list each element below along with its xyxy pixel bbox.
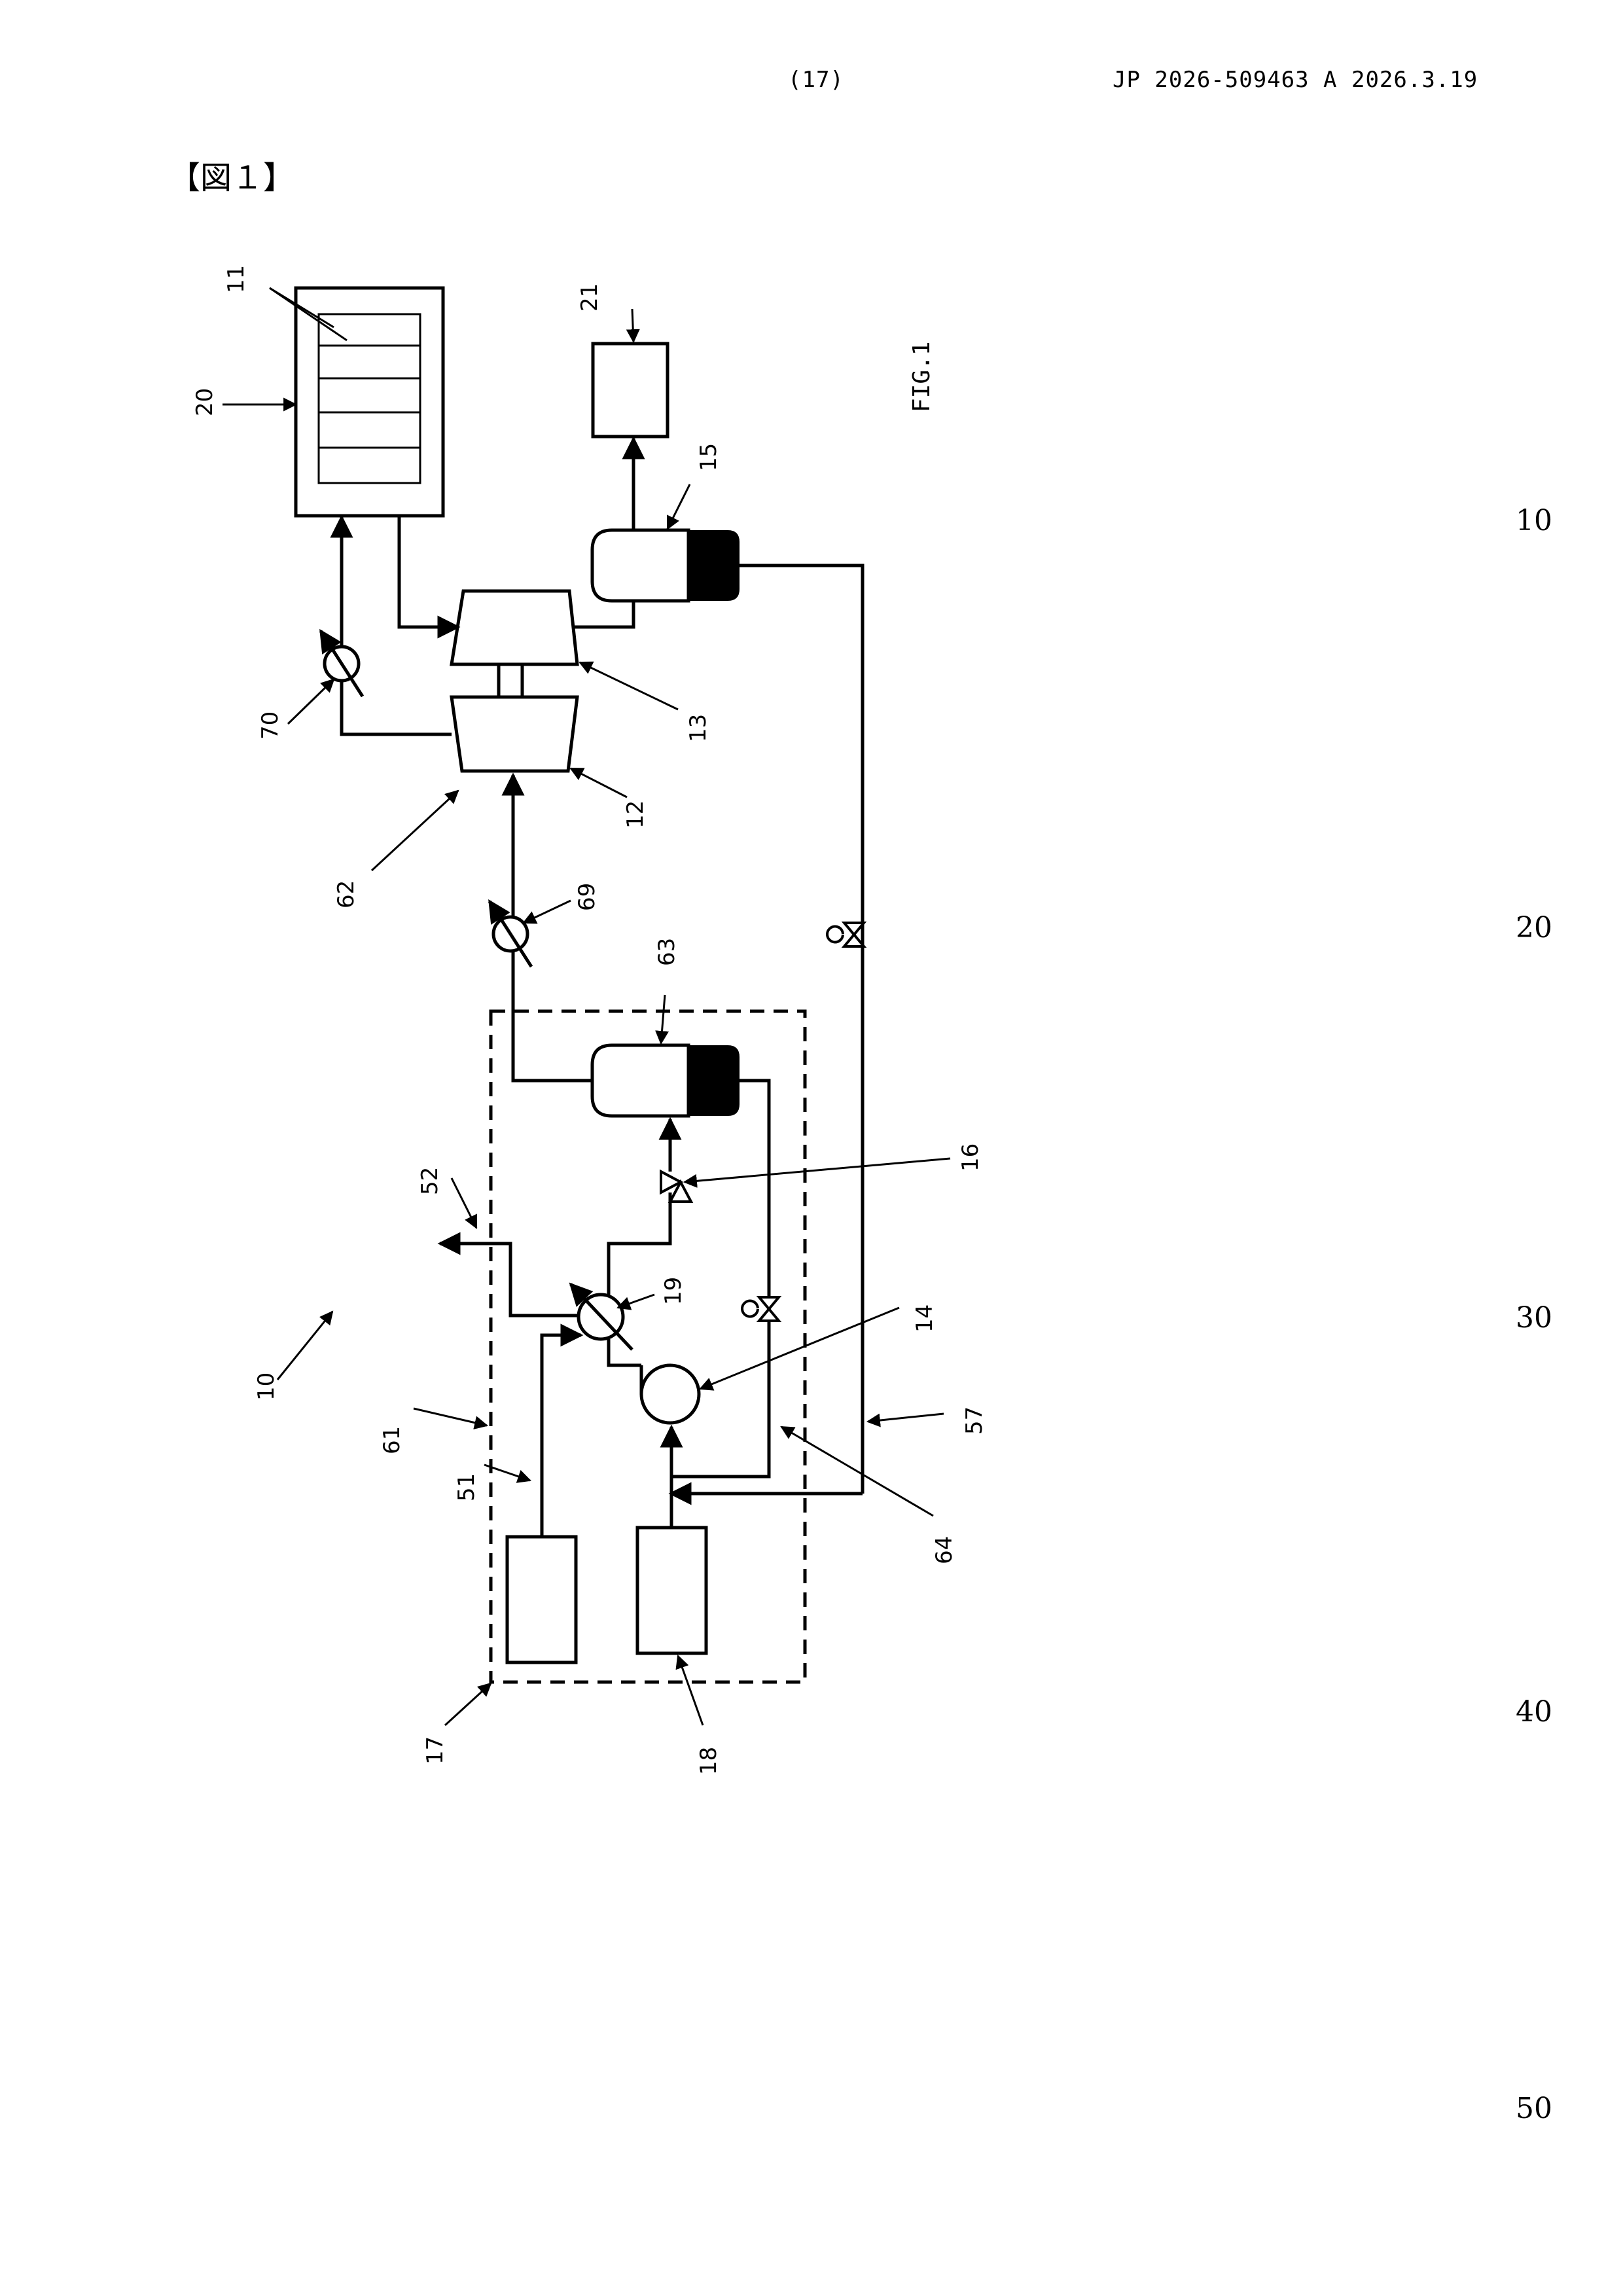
ref-20: 20 xyxy=(192,388,218,416)
ref-52: 52 xyxy=(417,1167,443,1195)
dashed-boundary xyxy=(491,1011,805,1682)
ref-16: 16 xyxy=(957,1143,984,1172)
ref-10: 10 xyxy=(253,1372,279,1401)
ref-61: 61 xyxy=(379,1426,405,1454)
fig-caption: FIG.1 xyxy=(908,342,935,412)
ref-62: 62 xyxy=(333,880,359,908)
ref-12: 12 xyxy=(622,800,649,829)
ref-21: 21 xyxy=(577,283,603,312)
ref-19: 19 xyxy=(660,1277,687,1305)
box-18 xyxy=(637,1528,706,1653)
ref-70: 70 xyxy=(257,711,283,740)
ref-69: 69 xyxy=(574,883,600,911)
ref-13: 13 xyxy=(685,714,711,742)
ref-64: 64 xyxy=(931,1536,957,1564)
valve-64-line xyxy=(742,1297,779,1321)
ref-15: 15 xyxy=(696,443,722,471)
ref-11: 11 xyxy=(223,265,249,293)
piping xyxy=(342,439,863,1537)
leader-arrows xyxy=(223,288,950,1725)
ref-18: 18 xyxy=(696,1747,722,1775)
shaft xyxy=(499,664,522,697)
tank-15 xyxy=(592,530,740,601)
valve-16 xyxy=(661,1172,691,1202)
ref-63: 63 xyxy=(654,938,680,966)
enclosure-20 xyxy=(296,288,443,516)
box-21 xyxy=(593,344,668,437)
ref-57: 57 xyxy=(961,1407,988,1435)
valve-57-line xyxy=(827,923,864,946)
compressor-12 xyxy=(452,697,577,771)
heat-exchanger-19 xyxy=(571,1284,632,1350)
turbine-13 xyxy=(452,591,577,664)
reference-labels: 11 20 21 15 FIG.1 13 70 12 62 69 63 16 5… xyxy=(192,265,988,1775)
box-17 xyxy=(507,1537,576,1662)
pump-14 xyxy=(641,1365,699,1423)
ref-14: 14 xyxy=(912,1304,938,1333)
valve-69 xyxy=(490,901,531,967)
ref-51: 51 xyxy=(454,1473,480,1501)
tank-63 xyxy=(592,1045,740,1116)
ref-17: 17 xyxy=(422,1736,448,1765)
